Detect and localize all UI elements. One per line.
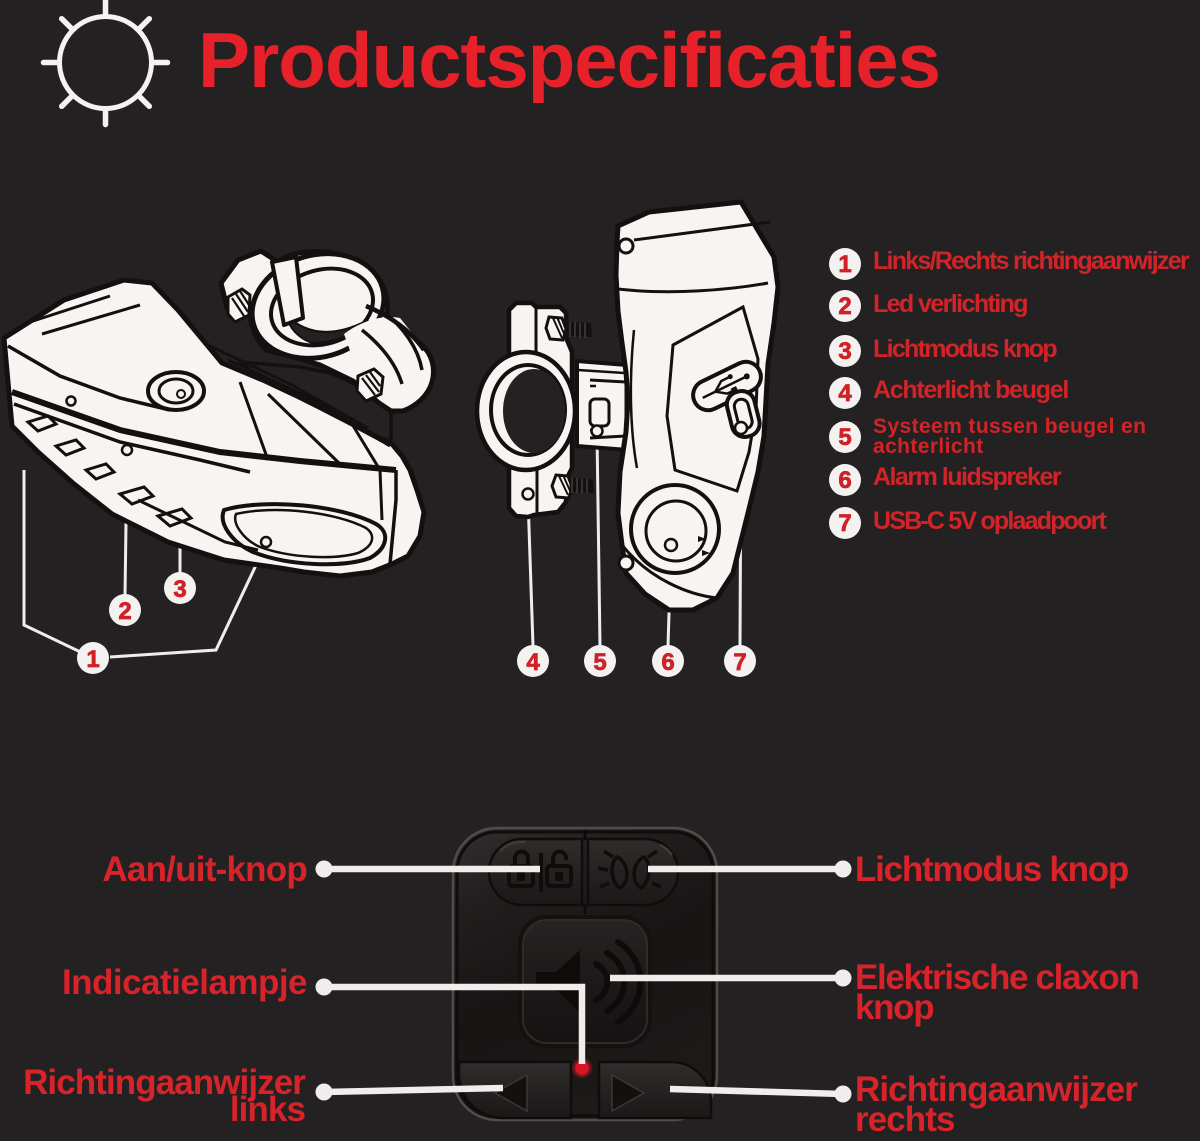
svg-text:6: 6 (661, 649, 674, 676)
svg-text:1: 1 (86, 646, 99, 673)
svg-text:2: 2 (118, 598, 131, 625)
svg-text:3: 3 (173, 576, 186, 603)
svg-text:4: 4 (526, 649, 540, 676)
svg-text:5: 5 (593, 649, 606, 676)
svg-text:7: 7 (733, 649, 746, 676)
